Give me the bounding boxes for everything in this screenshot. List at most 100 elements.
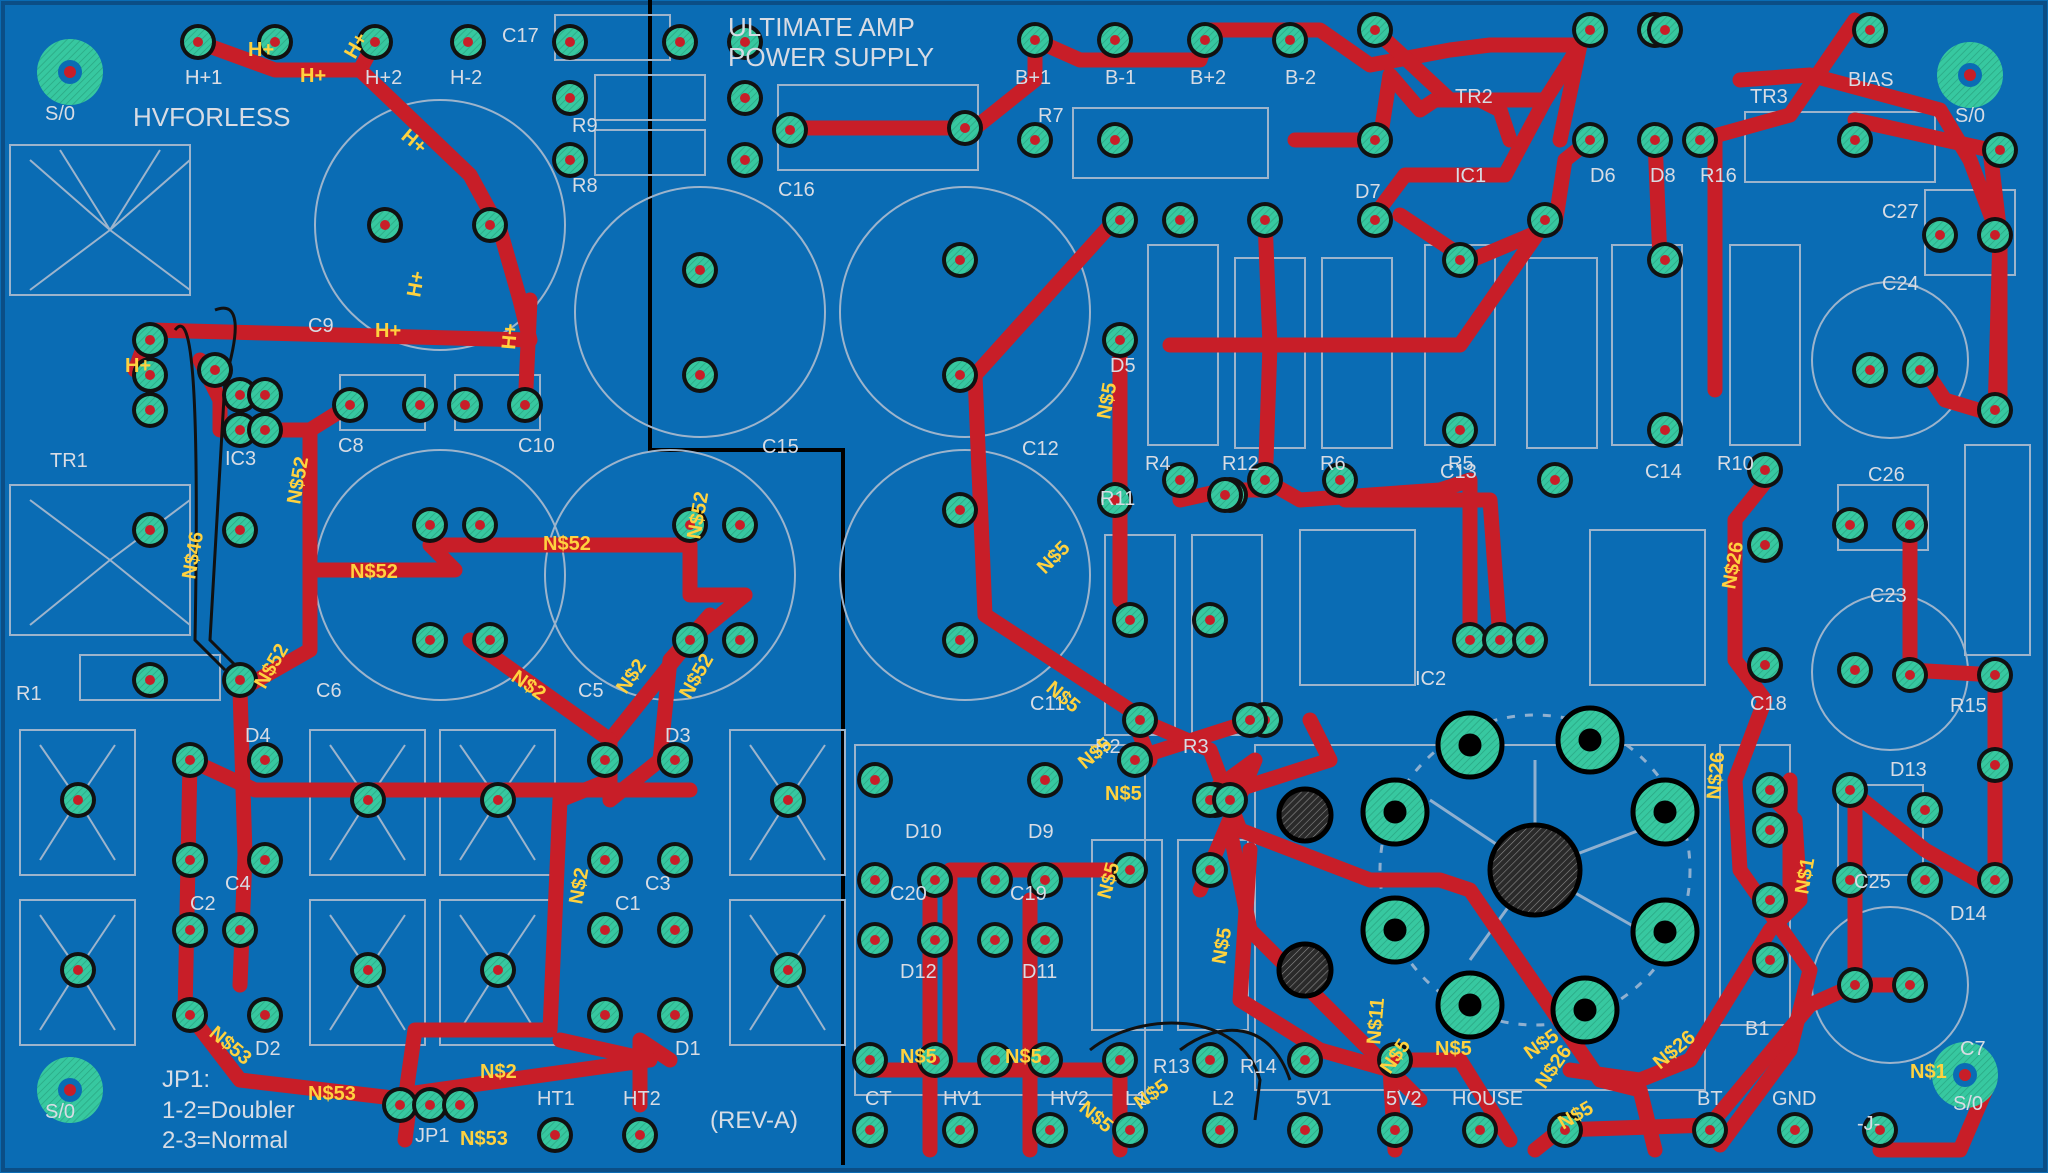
designator-label: S/0 (1953, 1093, 1983, 1115)
designator-label: R15 (1950, 695, 1987, 717)
designator-label: B-1 (1105, 67, 1136, 89)
designator-label: GND (1772, 1088, 1816, 1110)
designator-label: L2 (1212, 1088, 1234, 1110)
designator-label: B1 (1745, 1018, 1769, 1040)
net-label: N$5 (1005, 1046, 1042, 1068)
designator-label: D1 (675, 1038, 701, 1060)
designator-label: HV2 (1050, 1088, 1089, 1110)
designator-label: D3 (665, 725, 691, 747)
designator-label: C20 (890, 883, 927, 905)
designator-label: HT2 (623, 1088, 661, 1110)
designator-label: R14 (1240, 1056, 1277, 1078)
designator-label: C26 (1868, 464, 1905, 486)
copper-traces (127, 12, 2008, 1158)
net-label: H+ (498, 322, 522, 350)
designator-label: D5 (1110, 355, 1136, 377)
designator-label: C10 (518, 435, 555, 457)
designator-label: C11 (1030, 693, 1065, 715)
designator-label: H+1 (185, 67, 222, 89)
designator-label: C17 (502, 25, 539, 47)
net-label: H+ (375, 320, 401, 342)
silkscreen-labels: ULTIMATE AMP POWER SUPPLY HVFORLESS (REV… (133, 12, 934, 1154)
designator-label: C24 (1882, 273, 1919, 295)
designator-label: D4 (245, 725, 271, 747)
designator-label: C7 (1960, 1038, 1986, 1060)
designator-label: C9 (308, 315, 334, 337)
designator-label: C19 (1010, 883, 1047, 905)
designator-label: IC2 (1415, 668, 1446, 690)
net-label: H+ (300, 65, 326, 87)
designator-label: D7 (1355, 181, 1381, 203)
designator-label: HT1 (537, 1088, 575, 1110)
designator-label: C18 (1750, 693, 1787, 715)
net-label: N$53 (460, 1128, 508, 1150)
net-label: N$26 (1703, 751, 1729, 801)
designator-label: R12 (1222, 453, 1259, 475)
designator-label: C1 (615, 893, 641, 915)
designator-label: C14 (1645, 461, 1682, 483)
designator-label: D11 (1022, 961, 1057, 983)
designator-label: S/0 (1955, 105, 1985, 127)
designator-label: C13 (1440, 461, 1477, 483)
net-label: N$5 (900, 1046, 937, 1068)
designator-label: R8 (572, 175, 598, 197)
net-label: N$53 (308, 1083, 356, 1105)
designator-label: D10 (905, 821, 942, 843)
designator-label: S/0 (45, 103, 75, 125)
designator-label: R2 (1095, 736, 1121, 758)
net-label: N$1 (1910, 1061, 1947, 1083)
designator-label: L1 (1125, 1088, 1147, 1110)
designator-label: C12 (1022, 438, 1059, 460)
designator-label: 5V1 (1296, 1088, 1332, 1110)
designator-label: B+1 (1015, 67, 1051, 89)
net-label: H+ (125, 355, 151, 377)
net-label: N$2 (480, 1061, 517, 1083)
designator-label: TR2 (1455, 86, 1493, 108)
designator-label: R16 (1700, 165, 1737, 187)
tube-socket-icon (1378, 713, 1692, 1027)
designator-label: 5V2 (1386, 1088, 1422, 1110)
designator-label: CT (865, 1088, 892, 1110)
mounting-hole-icon (37, 39, 2003, 1123)
designator-label: R10 (1717, 453, 1754, 475)
designator-label: R9 (572, 115, 598, 137)
designator-label: C15 (762, 436, 799, 458)
designator-label: TR3 (1750, 86, 1788, 108)
designator-label: R13 (1153, 1056, 1190, 1078)
board-revision: (REV-A) (710, 1107, 798, 1134)
designator-label: H+1 (185, 67, 222, 89)
board-name: HVFORLESS (133, 102, 291, 132)
designator-label: BIAS (1848, 69, 1894, 91)
net-label: N$5 (1435, 1038, 1472, 1060)
designator-label: S/0 (45, 1101, 75, 1123)
designator-label: C27 (1882, 201, 1919, 223)
designator-label: D12 (900, 961, 937, 983)
designator-label: C6 (316, 680, 342, 702)
designator-label: R11 (1100, 488, 1135, 510)
net-label: N$52 (350, 561, 398, 583)
designator-label: R3 (1183, 736, 1209, 758)
component-pads (60, 12, 2018, 1153)
designator-label: C2 (190, 893, 216, 915)
tube-socket-pins (1276, 705, 1700, 1045)
jumper-line2: 2-3=Normal (162, 1127, 288, 1154)
designator-label: HV1 (943, 1088, 982, 1110)
designator-label: D14 (1950, 903, 1987, 925)
designator-label: D2 (255, 1038, 281, 1060)
designator-label: H+2 (365, 67, 402, 89)
designator-label: C3 (645, 873, 671, 895)
designator-label: IC1 (1455, 165, 1486, 187)
designator-label: D13 (1890, 759, 1927, 781)
designator-label: R5 (1448, 453, 1474, 475)
net-label: N$5 (1105, 783, 1142, 805)
designator-label: C25 (1854, 871, 1891, 893)
designator-label: HOUSE (1452, 1088, 1523, 1110)
designator-label: D9 (1028, 821, 1054, 843)
designator-label: R7 (1038, 105, 1064, 127)
jumper-title: JP1: (162, 1066, 210, 1093)
designator-label: D8 (1650, 165, 1676, 187)
net-label: H+ (403, 269, 429, 299)
board-divider-lines (648, 0, 845, 1165)
